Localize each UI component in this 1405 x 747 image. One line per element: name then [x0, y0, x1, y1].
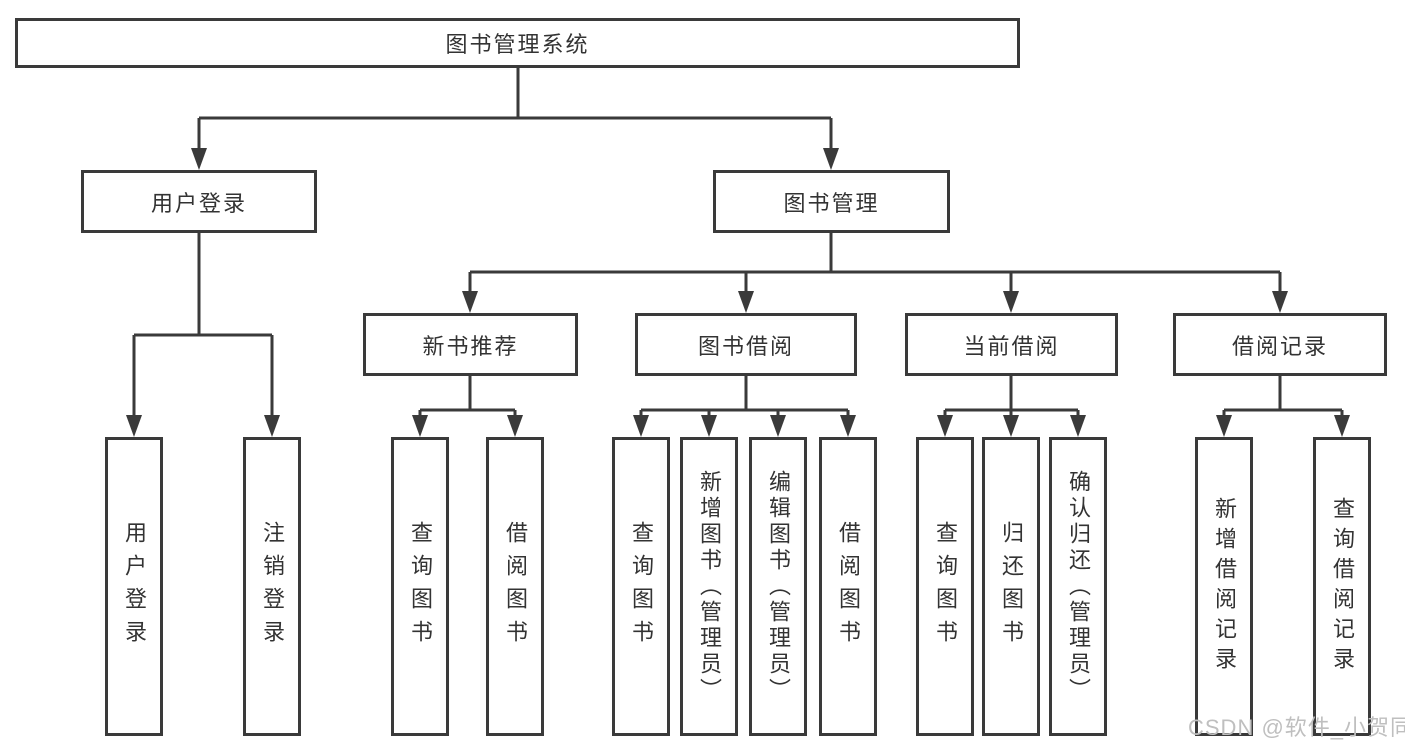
leaf-logout: 注销登录	[243, 437, 301, 736]
node-new-book-recommend: 新书推荐	[363, 313, 578, 376]
leaf-add-borrow-record: 新增借阅记录	[1195, 437, 1253, 736]
node-book-management: 图书管理	[713, 170, 950, 233]
node-user-login-label: 用户登录	[150, 190, 247, 216]
node-root: 图书管理系统	[15, 18, 1020, 68]
leaf-current-query-books: 查询图书	[916, 437, 974, 736]
node-borrow-records: 借阅记录	[1173, 313, 1387, 376]
leaf-user-login: 用户登录	[105, 437, 163, 736]
leaf-add-books-admin-label: 新增图书（管理员）	[697, 469, 722, 704]
node-new-book-recommend-label: 新书推荐	[422, 333, 519, 359]
leaf-query-borrow-record: 查询借阅记录	[1313, 437, 1371, 736]
node-current-borrow-label: 当前借阅	[963, 333, 1060, 359]
leaf-current-query-books-label: 查询图书	[933, 520, 958, 653]
leaf-confirm-return-admin: 确认归还（管理员）	[1049, 437, 1107, 736]
csdn-watermark: CSDN @软件_小贺同学	[1188, 715, 1405, 740]
leaf-borrow-books-label: 借阅图书	[836, 520, 861, 653]
leaf-recommend-borrow-books-label: 借阅图书	[503, 520, 528, 653]
leaf-borrow-books: 借阅图书	[819, 437, 877, 736]
node-book-borrow: 图书借阅	[635, 313, 857, 376]
node-current-borrow: 当前借阅	[905, 313, 1118, 376]
leaf-confirm-return-admin-label: 确认归还（管理员）	[1066, 469, 1091, 704]
leaf-recommend-query-books-label: 查询图书	[408, 520, 433, 653]
leaf-borrow-query-books-label: 查询图书	[629, 520, 654, 653]
leaf-user-login-label: 用户登录	[122, 520, 147, 653]
leaf-recommend-query-books: 查询图书	[391, 437, 449, 736]
leaf-borrow-query-books: 查询图书	[612, 437, 670, 736]
node-borrow-records-label: 借阅记录	[1231, 333, 1328, 359]
arrowheads	[126, 148, 1350, 437]
node-book-borrow-label: 图书借阅	[697, 333, 794, 359]
leaf-add-books-admin: 新增图书（管理员）	[680, 437, 738, 736]
leaf-edit-books-admin-label: 编辑图书（管理员）	[766, 469, 791, 704]
leaf-recommend-borrow-books: 借阅图书	[486, 437, 544, 736]
leaf-edit-books-admin: 编辑图书（管理员）	[749, 437, 807, 736]
leaf-query-borrow-record-label: 查询借阅记录	[1330, 496, 1355, 677]
node-book-management-label: 图书管理	[783, 190, 880, 216]
node-user-login: 用户登录	[81, 170, 317, 233]
leaf-return-books: 归还图书	[982, 437, 1040, 736]
node-root-label: 图书管理系统	[445, 32, 590, 57]
leaf-return-books-label: 归还图书	[999, 520, 1024, 653]
leaf-add-borrow-record-label: 新增借阅记录	[1212, 496, 1237, 677]
leaf-logout-label: 注销登录	[260, 520, 285, 653]
